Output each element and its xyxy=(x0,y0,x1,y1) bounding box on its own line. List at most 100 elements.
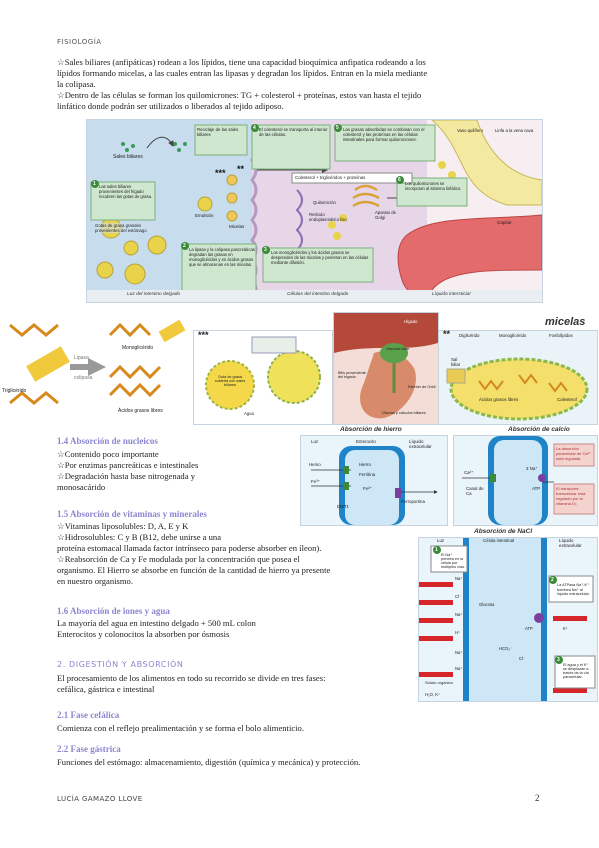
section-body: El procesamiento de los alimentos en tod… xyxy=(57,673,427,695)
page-header: FISIOLOGÍA xyxy=(57,38,102,46)
label-ca: Ca²⁺ xyxy=(464,470,474,475)
label-atp: ATP xyxy=(525,626,533,631)
label-golgi: Aparato de Golgi xyxy=(375,210,397,220)
micelas-title: micelas xyxy=(545,316,586,328)
lipase-diagram xyxy=(9,319,186,405)
stars-2: ** xyxy=(237,164,245,174)
label-gotas: Gotas de grasa grandes provenientes del … xyxy=(95,223,153,233)
page-number: 2 xyxy=(535,793,540,803)
label-luz: Luz xyxy=(311,439,319,444)
body-line: proteína estomacal llamada factor intrín… xyxy=(57,543,322,553)
label-grasas-note: Las grasas absorbidas se combinan con el… xyxy=(343,127,425,142)
label-mono-note: Los monoglicéridos y los ácidos grasos s… xyxy=(271,250,369,265)
emulsion-figure: *** Gota de grasa cubierta con sales bil… xyxy=(193,330,333,425)
step-number: 1 xyxy=(435,547,438,553)
iron-absorption-figure: Luz Enterocito Líquido extracelular Hemo… xyxy=(300,435,448,526)
label-hemo: Hemo xyxy=(309,462,321,467)
lipid-absorption-figure: 1 2 3 4 5 6 Sales biliares Reciclaje de … xyxy=(86,119,543,303)
label-colipasa: colipasa xyxy=(74,375,93,381)
label-ulceras: Úlceras y cálculos biliares xyxy=(382,411,426,415)
ion-label: HCO₃⁻ xyxy=(499,646,513,651)
label-quilo-note: Los quilomicrones se incorporan al siste… xyxy=(405,181,462,191)
section-title: 2.1 Fase cefálica xyxy=(57,710,120,720)
label-celulas: Células del intestino delgado xyxy=(287,292,349,297)
chapter-title: 2. DIGESTIÓN Y ABSORCIÓN xyxy=(57,660,184,669)
body-line: ☆Vitaminas liposolubles: D, A, E y K xyxy=(57,521,189,531)
body-line: organismo. El Hierro se absorbe en funci… xyxy=(57,565,331,575)
label-hierro: Hierro xyxy=(359,462,371,467)
label-trigliceridos: Triglicérido xyxy=(2,388,27,394)
ion-label: Cl⁻ xyxy=(519,656,526,661)
label-monoglicerido: Monoglicérido xyxy=(499,333,527,338)
label-bilis: Bilis proveniente del hígado xyxy=(338,371,366,379)
body-line: monosacárido xyxy=(57,482,106,492)
step-number: 1 xyxy=(93,181,96,187)
ion-label: Cl⁻ xyxy=(455,594,462,599)
body-line: Comienza con el reflejo prealimentación … xyxy=(57,723,304,733)
step-number: 5 xyxy=(336,125,339,131)
body-line: en nuestro organismo. xyxy=(57,576,133,586)
label-lipasa: Lipasa xyxy=(74,355,89,361)
nacl-absorption-figure: 1 2 3 Luz Célula intestinal Líquido extr… xyxy=(418,537,598,702)
step-number: 3 xyxy=(264,247,267,253)
body-line: ☆Hidrosolubles: C y B (B12, debe unirse … xyxy=(57,532,222,542)
ion-label-k: K⁺ xyxy=(563,626,569,631)
stars-2: ** xyxy=(443,329,451,339)
iron-figure-title: Absorción de hierro xyxy=(340,426,402,433)
label-micelas: Micelas xyxy=(229,224,245,229)
lipid-absorption-diagram xyxy=(87,120,542,302)
label-esfinter: Esfínter de Oddi xyxy=(408,385,436,389)
label-chain: Colesterol + triglicéridos + proteínas xyxy=(295,175,366,180)
label-linfa: Linfa a la vena cava xyxy=(495,128,534,133)
label-fosfolipidos: Fosfolípidos xyxy=(549,333,573,338)
label-luz: Luz del intestino delgado xyxy=(127,292,181,297)
label-higado: Hígado xyxy=(404,319,418,324)
label-note2: El transporte transcelular está regulado… xyxy=(556,486,586,506)
label-note2: La ATPasa Na⁺-K⁺ bombea Na⁺ al líquido e… xyxy=(557,583,590,596)
section-title: 1.6 Absorción de iones y agua xyxy=(57,606,170,616)
label-note3: El agua y el K⁺ se desplazan a través de… xyxy=(563,663,589,679)
label-liquido: Líquido intersticial xyxy=(432,292,471,297)
label-ferritina: Ferritina xyxy=(359,472,376,477)
step-number: 2 xyxy=(551,577,554,583)
section-title: 1.5 Absorción de vitaminas y minerales xyxy=(57,509,207,519)
label-note1: La absorción paracelular de Ca²⁺ está re… xyxy=(556,446,592,461)
label-capilar: Capilar xyxy=(497,220,512,225)
label-lipasa-note: La lipasa y la colipasa pancreáticas deg… xyxy=(189,247,255,267)
nacl-figure-title: Absorción de NaCl xyxy=(474,528,533,535)
ion-label: Soluto orgánico xyxy=(425,680,453,685)
intro-line: ☆Dentro de las células se forman los qui… xyxy=(57,90,422,100)
ion-label: Na⁺ xyxy=(455,576,463,581)
label-reticulo: Retículo endoplasmático liso xyxy=(309,212,347,222)
intro-line: lípidos formando micelas, a las cuales e… xyxy=(57,68,428,78)
gallbladder-figure: Hígado Vesícula biliar Bilis proveniente… xyxy=(333,312,439,425)
step-number: 3 xyxy=(557,657,560,663)
stars-3: *** xyxy=(215,168,226,178)
intro-paragraph: ☆Sales biliares (anfipáticas) rodean a l… xyxy=(57,57,557,112)
label-diglicerido: Diglicérido xyxy=(459,333,480,338)
nacl-absorption-diagram xyxy=(419,538,596,701)
label-colesterol: Colesterol xyxy=(557,397,577,402)
stars-3: *** xyxy=(198,330,209,340)
label-vesicula: Vesícula biliar xyxy=(386,347,410,351)
label-monogliceridos: Monoglicérido xyxy=(122,345,154,351)
label-sal-biliar: Sal biliar xyxy=(451,357,461,367)
footer-author: LUCÍA GAMAZO LLOVE xyxy=(57,795,143,803)
label-colesterol-note: El colesterol se transporta al interior … xyxy=(259,127,328,137)
label-na: 3 Na⁺ xyxy=(526,466,538,471)
iron-absorption-diagram xyxy=(311,446,447,525)
label-sales-biliares: Sales biliares xyxy=(113,154,143,160)
label-fe2: Fe²⁺ xyxy=(363,486,372,491)
label-canal: Canal de Ca xyxy=(466,486,484,496)
label-enterocito: Enterocito xyxy=(356,439,376,444)
label-acidos-libres: Ácidos grasos libres xyxy=(479,397,519,402)
ion-label: Glucosa xyxy=(479,602,495,607)
lipase-figure: Triglicérido Lipasa colipasa Monoglicéri… xyxy=(0,305,192,427)
label-quilomicron: Quilomicrón xyxy=(313,200,336,205)
label-liquido: Líquido extracelular xyxy=(559,538,582,548)
ion-label: H₂O, K⁺ xyxy=(425,692,441,697)
section-body: La mayoría del agua en intestino delgado… xyxy=(57,618,357,640)
ion-label: Na⁺ xyxy=(455,650,463,655)
label-ferroportina: Ferroportina xyxy=(401,499,425,504)
body-line: ☆Por enzimas pancreáticas e intestinales xyxy=(57,460,199,470)
